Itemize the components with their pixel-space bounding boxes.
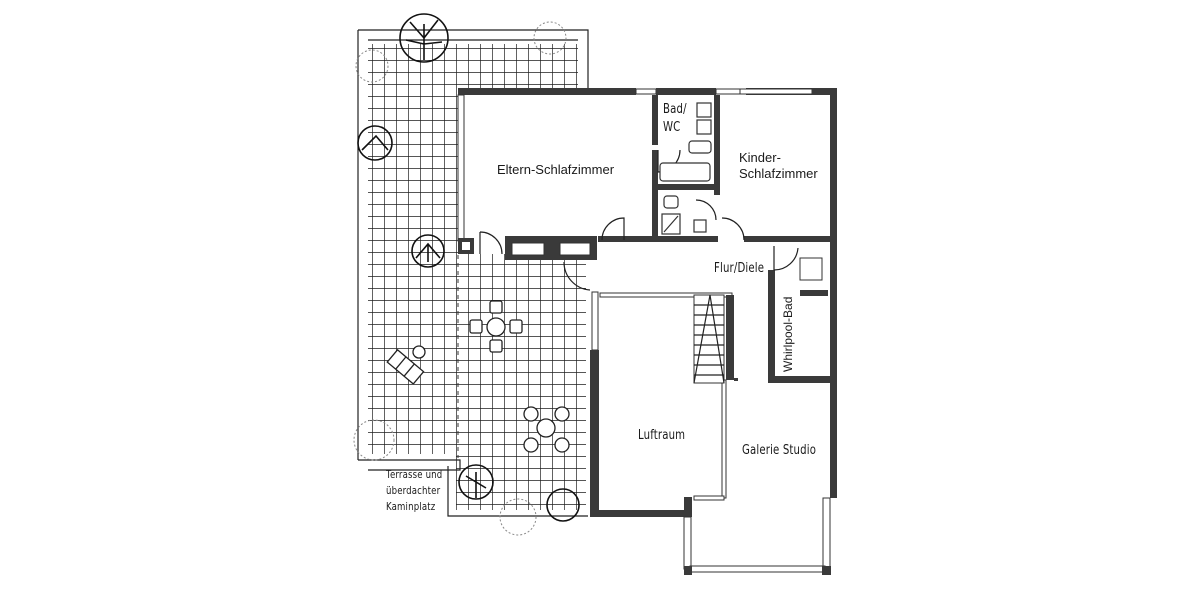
room-label-bad-line1: Bad/: [663, 102, 687, 117]
room-label-galerie: Galerie Studio: [742, 443, 817, 458]
terrace-furniture: [386, 300, 570, 453]
tree-icons: [353, 13, 580, 536]
staircase: [693, 294, 734, 384]
room-label-luftraum: Luftraum: [638, 428, 686, 443]
room-label-eltern: Eltern-Schlafzimmer: [497, 162, 615, 177]
room-label-kinder-line2: Schlafzimmer: [739, 166, 818, 181]
bath-fixtures: [659, 102, 712, 235]
terrace-label-line3: Kaminplatz: [386, 500, 436, 513]
room-label-whirlpool: Whirlpool-Bad: [781, 296, 795, 372]
room-label-kinder-line1: Kinder-: [739, 150, 781, 165]
walls: [457, 88, 837, 575]
room-label-bad-line2: WC: [663, 120, 681, 135]
terrace-label-line1: Terrasse und: [386, 468, 443, 481]
terrace-label-line2: überdachter: [386, 484, 441, 497]
terrace-tiles: [357, 29, 589, 517]
room-label-flur: Flur/Diele: [714, 261, 765, 276]
door-swings: [479, 149, 799, 291]
